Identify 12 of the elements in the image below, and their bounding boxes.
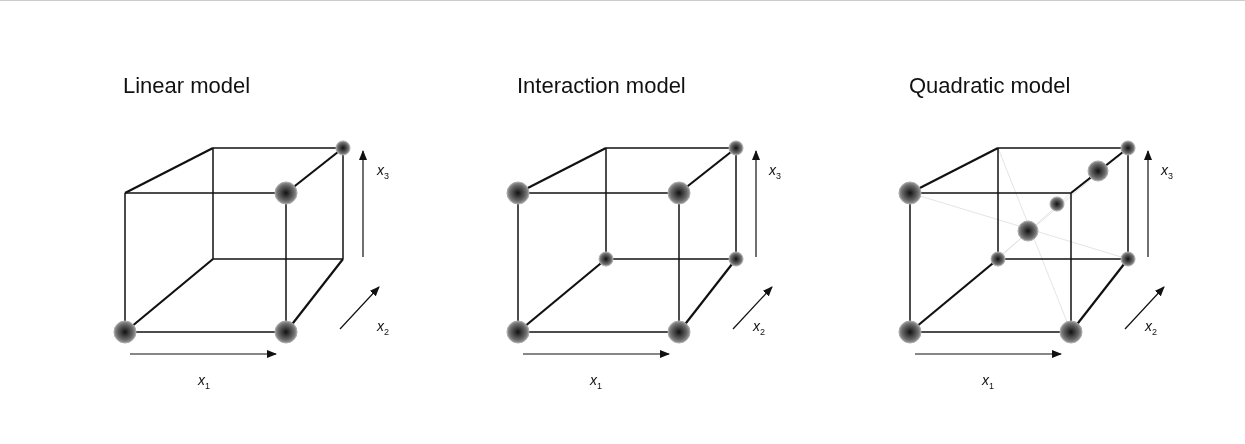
axis-label: x$_{2}$: [1145, 319, 1157, 337]
axis-label: x$_{3}$: [377, 163, 389, 181]
model-title: Quadratic model: [909, 75, 1071, 97]
axis-label: x$_{3}$: [1161, 163, 1173, 181]
axis-label: x$_{3}$: [769, 163, 781, 181]
axis-label: x$_{1}$: [198, 373, 210, 391]
model-title: Interaction model: [517, 75, 686, 97]
model-title: Linear model: [123, 75, 251, 97]
axis-label: x$_{1}$: [982, 373, 994, 391]
axis-label: x$_{2}$: [377, 319, 389, 337]
axis-label: x$_{1}$: [590, 373, 602, 391]
axis-label: x$_{2}$: [753, 319, 765, 337]
